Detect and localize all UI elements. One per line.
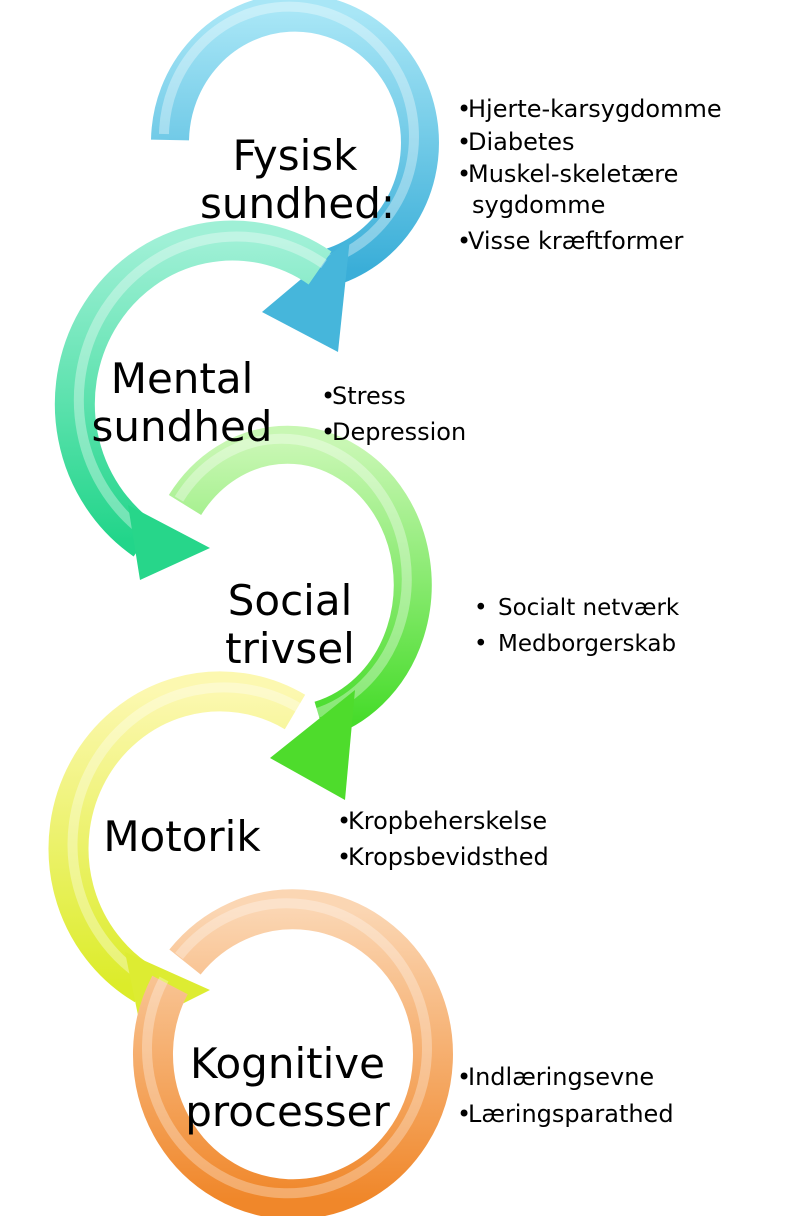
- list-item: Læringsparathed: [457, 1096, 674, 1133]
- fysisk-list: Hjerte-karsygdomme Diabetes Muskel-skele…: [457, 93, 722, 258]
- mental-title-line-2: sundhed: [91, 402, 273, 451]
- kognitive-title-line-2: processer: [185, 1087, 390, 1136]
- fysisk-title: Fysisk sundhed:: [200, 131, 396, 228]
- list-item: Diabetes: [457, 126, 722, 159]
- social-arrowhead: [270, 690, 355, 800]
- social-title-line-1: Social: [227, 576, 353, 625]
- motorik-list: Kropbeherskelse Kropsbevidsthed: [337, 803, 549, 875]
- mental-title-line-1: Mental: [110, 354, 254, 403]
- social-title: Social trivsel: [205, 577, 375, 673]
- list-item: Socialt netværk: [474, 590, 679, 626]
- list-item: Indlæringsevne: [457, 1059, 674, 1096]
- motorik-title: Motorik: [92, 813, 272, 861]
- list-item: Hjerte-karsygdomme: [457, 93, 722, 126]
- fysisk-title-line-2: sundhed:: [200, 179, 396, 228]
- list-item: Medborgerskab: [474, 626, 679, 662]
- kognitive-title: Kognitive processer: [180, 1040, 395, 1136]
- mental-list: Stress Depression: [321, 378, 466, 450]
- kognitive-arc: [133, 889, 453, 1216]
- list-item: Muskel-skeletære sygdomme: [457, 159, 722, 221]
- fysisk-arrowhead: [262, 238, 350, 352]
- list-item: Depression: [321, 414, 466, 450]
- social-list: Socialt netværk Medborgerskab: [474, 590, 679, 662]
- motorik-title-line-1: Motorik: [103, 812, 261, 861]
- list-item: Kropsbevidsthed: [337, 839, 549, 875]
- social-arc: [168, 425, 432, 800]
- fysisk-title-line-1: Fysisk: [232, 131, 358, 180]
- list-item: Stress: [321, 378, 466, 414]
- list-item: Visse kræftformer: [457, 225, 722, 258]
- kognitive-title-line-1: Kognitive: [190, 1039, 385, 1088]
- list-item: Kropbeherskelse: [337, 803, 549, 839]
- mental-title: Mental sundhed: [82, 355, 282, 451]
- mental-arrowhead: [128, 505, 210, 580]
- mental-arc: [54, 220, 332, 580]
- kognitive-list: Indlæringsevne Læringsparathed: [457, 1059, 674, 1133]
- fysisk-arc: [151, 0, 439, 352]
- social-title-line-2: trivsel: [225, 624, 355, 673]
